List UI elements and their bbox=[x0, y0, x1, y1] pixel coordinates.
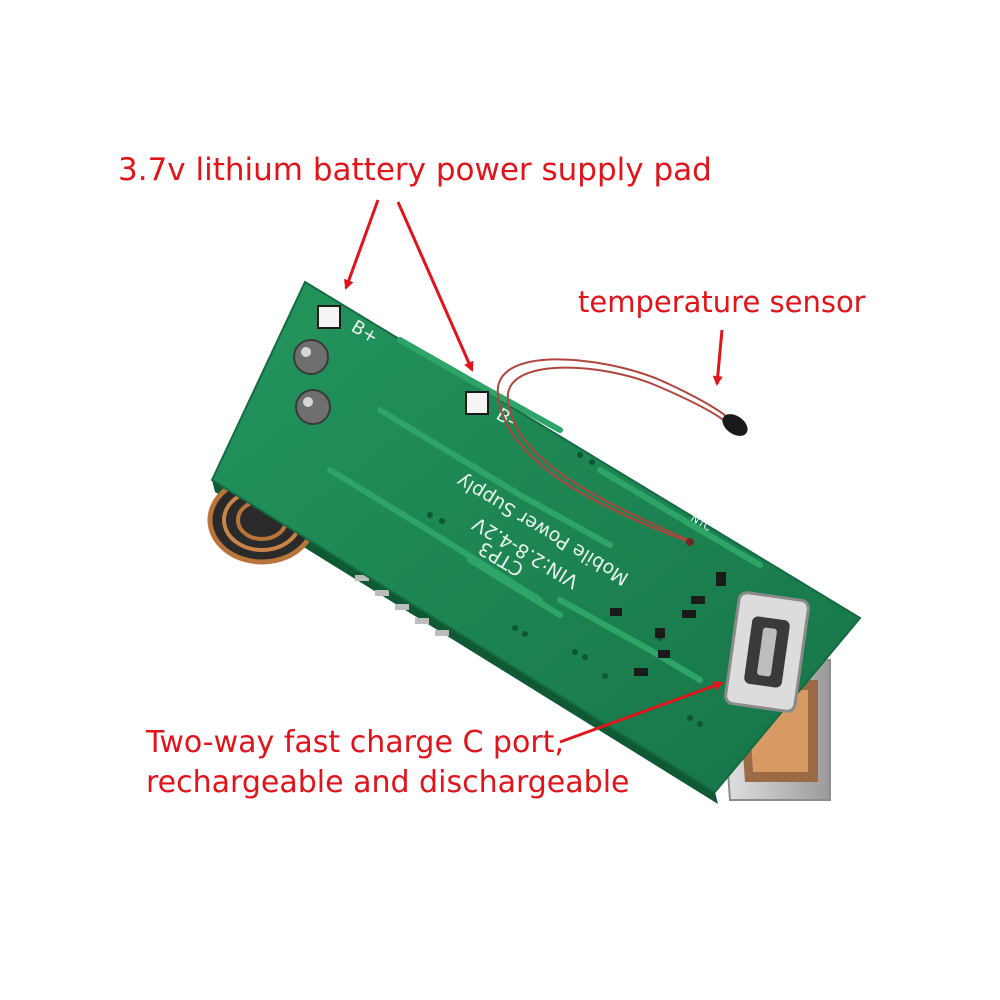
usb-c-port bbox=[724, 591, 810, 713]
c-port-label-line1: Two-way fast charge C port, bbox=[146, 725, 564, 760]
pcb-traces bbox=[327, 337, 763, 683]
header-pins bbox=[355, 575, 449, 636]
battery-pad-label: 3.7v lithium battery power supply pad bbox=[118, 152, 712, 188]
smd-components bbox=[610, 572, 726, 676]
mounting-screws bbox=[293, 339, 331, 425]
pcb-edge bbox=[212, 480, 718, 804]
annotation-arrows bbox=[344, 199, 724, 744]
thermistor-wire bbox=[496, 358, 729, 546]
thermistor-bead bbox=[722, 414, 748, 436]
arrow-to-temperature-sensor bbox=[712, 329, 724, 386]
temperature-sensor-label: temperature sensor bbox=[578, 285, 866, 319]
c-port-label-line2: rechargeable and dischargeable bbox=[146, 765, 630, 800]
arrow-to-usb-c-port bbox=[559, 681, 724, 744]
pcb-board bbox=[210, 280, 862, 794]
arrow-to-b-plus-pad bbox=[344, 199, 380, 290]
arrow-to-b-minus-pad bbox=[396, 201, 474, 372]
battery-pads bbox=[317, 305, 489, 415]
